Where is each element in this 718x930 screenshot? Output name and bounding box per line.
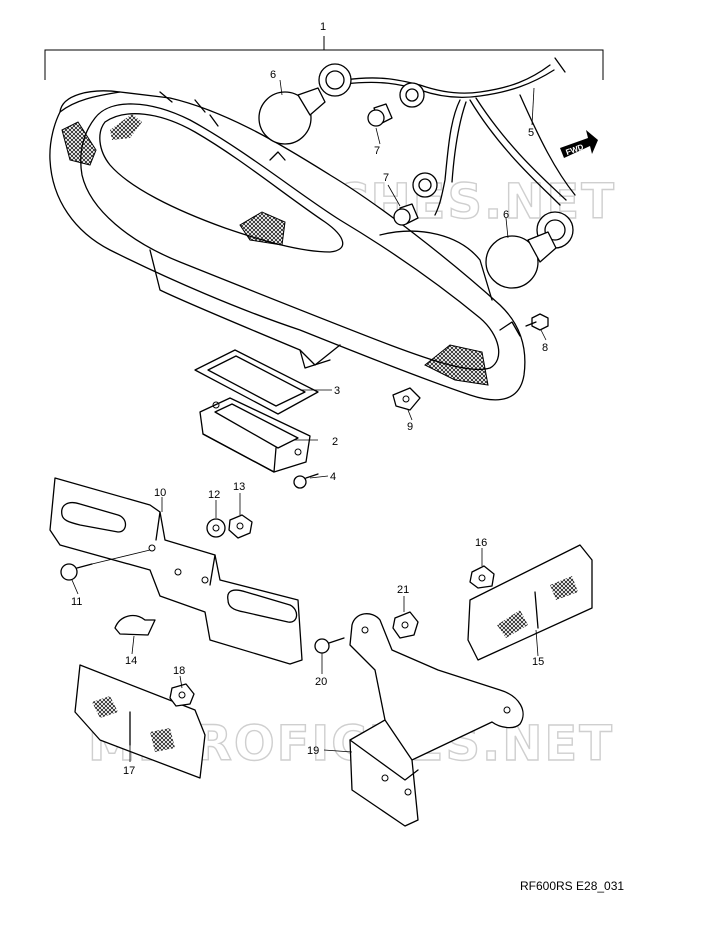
reflector-17 — [74, 664, 206, 779]
screw-20 — [314, 637, 345, 654]
callout-13: 13 — [233, 481, 245, 493]
callout-6-top: 6 — [270, 69, 276, 81]
callout-11: 11 — [71, 596, 82, 608]
rubber-cushion-14 — [114, 614, 156, 636]
reflector-bracket-19 — [349, 613, 524, 827]
nut-13 — [228, 514, 253, 539]
assembly-bracket — [44, 36, 604, 80]
fwd-label: FWD — [565, 142, 585, 157]
callout-17: 17 — [123, 765, 135, 777]
callout-12: 12 — [208, 489, 220, 501]
callout-labels: 1 2 3 4 5 6 6 7 7 8 9 10 11 12 13 14 15 … — [71, 21, 548, 777]
callout-2: 2 — [332, 436, 338, 448]
figure-code: RF600RS E28_031 — [520, 879, 624, 893]
leader-lines — [71, 79, 547, 762]
callout-15: 15 — [532, 656, 544, 668]
callout-4: 4 — [330, 471, 336, 483]
callout-9: 9 — [407, 421, 413, 433]
tail-lamp-housing — [49, 90, 526, 401]
callout-18: 18 — [173, 665, 185, 677]
callout-20: 20 — [315, 676, 327, 688]
license-lamp-2 — [199, 397, 311, 473]
forward-arrow-icon: FWD — [560, 130, 598, 158]
callout-14: 14 — [125, 655, 137, 667]
callout-5: 5 — [528, 127, 534, 139]
callout-7-lower: 7 — [383, 172, 389, 184]
callout-10: 10 — [154, 487, 166, 499]
reflector-15 — [467, 544, 593, 661]
callout-21: 21 — [397, 584, 409, 596]
callout-7-top: 7 — [374, 145, 380, 157]
license-bracket-10 — [49, 477, 303, 665]
callout-6-right: 6 — [503, 209, 509, 221]
washer-12 — [206, 518, 226, 538]
callout-1: 1 — [320, 21, 326, 33]
nut-21 — [392, 611, 419, 639]
callout-19: 19 — [307, 745, 319, 757]
screw-8 — [525, 313, 549, 331]
gasket-3 — [194, 349, 319, 415]
screw-11 — [60, 549, 151, 581]
nut-9 — [392, 387, 421, 411]
bulbs — [258, 87, 557, 289]
callout-8: 8 — [542, 342, 548, 354]
wiring-harness — [318, 57, 576, 249]
nut-18 — [169, 683, 195, 707]
callout-3: 3 — [334, 385, 340, 397]
callout-16: 16 — [475, 537, 487, 549]
nut-16 — [469, 565, 495, 589]
screw-4 — [293, 473, 319, 489]
